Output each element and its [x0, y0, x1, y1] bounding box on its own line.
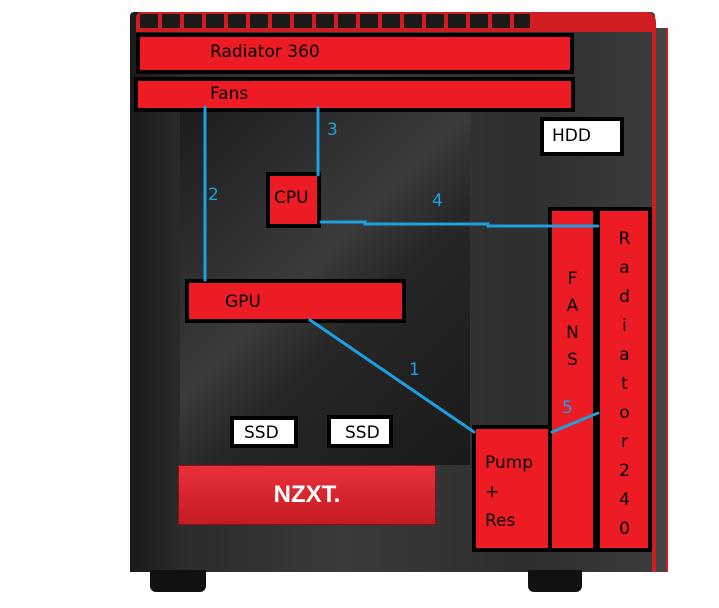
- tube-number-3: 3: [327, 120, 338, 140]
- plus-label: +: [485, 482, 500, 502]
- pump-label: Pump: [485, 453, 534, 473]
- tube-number-2: 2: [208, 185, 219, 205]
- radiator-360-box: Radiator 360: [136, 33, 574, 74]
- hdd-label: HDD: [552, 126, 591, 146]
- brand-logo: NZXT.: [178, 465, 436, 525]
- ssd-box-2: SSD: [327, 415, 393, 448]
- tube-1: [308, 318, 476, 434]
- res-label: Res: [485, 511, 516, 531]
- ssd-box-1: SSD: [230, 416, 298, 448]
- side-fans-letter: N: [566, 323, 579, 343]
- case-front-edge: [652, 28, 668, 572]
- tube-4: [319, 220, 600, 228]
- case-foot-left: [150, 570, 206, 592]
- top-fans-box: Fans: [134, 77, 575, 112]
- side-fans-letter: F: [567, 269, 578, 289]
- case-top-vents: [140, 14, 530, 28]
- gpu-label: GPU: [225, 292, 261, 312]
- ssd-label-2: SSD: [345, 423, 380, 443]
- tube-number-5: 5: [562, 398, 573, 418]
- side-fans-letter: S: [567, 350, 578, 370]
- cpu-box: CPU: [266, 172, 321, 228]
- cpu-label: CPU: [274, 188, 309, 208]
- ssd-label-1: SSD: [244, 423, 279, 443]
- radiator-240-box: Radiator240: [596, 207, 652, 552]
- radiator-240-label: Radiator240: [614, 229, 635, 548]
- top-fans-label: Fans: [210, 84, 249, 104]
- pump-reservoir-box: Pump + Res: [472, 425, 552, 552]
- tube-number-1: 1: [409, 360, 420, 380]
- hdd-box: HDD: [540, 117, 624, 156]
- radiator-360-label: Radiator 360: [210, 42, 320, 62]
- tube-number-4: 4: [432, 191, 443, 211]
- tube-5: [550, 411, 600, 434]
- gpu-box: GPU: [185, 279, 406, 323]
- side-fans-letter: A: [566, 296, 579, 316]
- case-foot-right: [528, 570, 582, 592]
